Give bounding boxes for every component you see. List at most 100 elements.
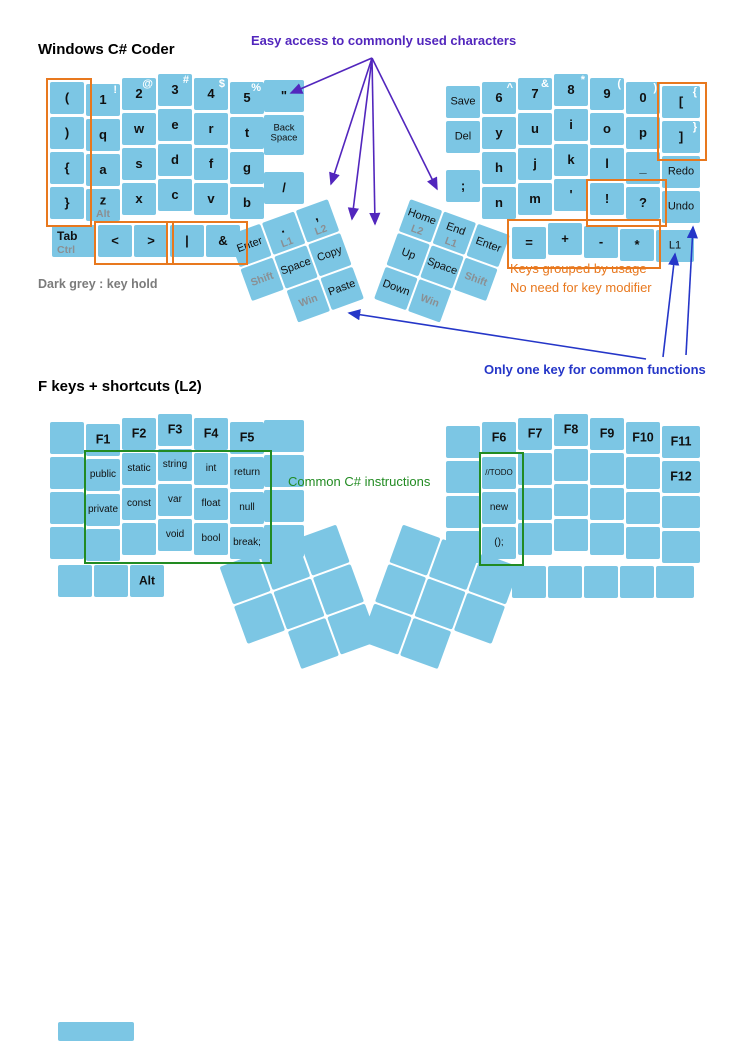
key-blank (548, 566, 582, 598)
key-tap-label: f (208, 155, 214, 171)
key-blank (58, 565, 92, 597)
key-hold-label: Ctrl (57, 244, 76, 256)
key-f7: F7 (518, 418, 552, 450)
key-tap-label: L1 (668, 239, 682, 252)
key-w: w (122, 113, 156, 145)
key-tap-label: > (147, 232, 155, 248)
key-o: o (590, 113, 624, 145)
layer1-title: Windows C# Coder (38, 41, 175, 58)
key-tap-label: ! (604, 190, 610, 206)
key-blank (518, 488, 552, 520)
key-e: e (158, 109, 192, 141)
key-tap-label: - (598, 233, 604, 249)
key-blank (590, 523, 624, 555)
key-symbol: {[ (662, 86, 700, 118)
key-f9: F9 (590, 418, 624, 450)
key-f12: F12 (662, 461, 700, 493)
key-tap-label: private (87, 503, 118, 515)
key-f10: F10 (626, 422, 660, 454)
key-null: null (230, 492, 264, 524)
key-symbol: - (584, 226, 618, 258)
key-7: &7 (518, 78, 552, 110)
key-tap-label: F8 (563, 422, 579, 437)
key-tap-label: Enter (473, 234, 503, 256)
key-tap-label: 2 (135, 85, 143, 101)
key-blank (590, 453, 624, 485)
key-tap-label: null (239, 501, 255, 513)
key-f1: F1 (86, 424, 120, 456)
key-int: int (194, 453, 228, 485)
key-blank (554, 519, 588, 551)
key-f5: F5 (230, 422, 264, 454)
key-f2: F2 (122, 418, 156, 450)
key-tap-label: 1 (99, 91, 107, 107)
key-c: c (158, 179, 192, 211)
annotation-arrow (662, 252, 680, 358)
key-i: i (554, 109, 588, 141)
key-backspace: Back Space (264, 115, 304, 155)
key-tap-label: k (567, 151, 575, 167)
key-tap-label: a (99, 161, 107, 177)
key-blank (58, 1022, 134, 1041)
key-tap-label: F11 (670, 434, 692, 449)
key-return: return (230, 457, 264, 489)
key-tap-label: Paste (326, 277, 358, 299)
key-symbol: ! (590, 183, 624, 215)
key-tap-label: Copy (315, 244, 344, 265)
key-tap-label: q (99, 126, 107, 142)
key-undo: Undo (662, 191, 700, 223)
key-tap-label: / (282, 179, 286, 195)
key-tap-label: F9 (599, 426, 615, 441)
key-tap-label: Space (425, 255, 459, 278)
key-t: t (230, 117, 264, 149)
key-l: l (590, 148, 624, 180)
key-tap-label: F3 (167, 422, 183, 437)
key-tap-label: ) (64, 124, 70, 140)
key-shift-label: ( (617, 78, 621, 90)
key-tap-label: h (495, 159, 503, 175)
key-tap-label: F7 (527, 426, 543, 441)
key-f11: F11 (662, 426, 700, 458)
key-float: float (194, 488, 228, 520)
key-tap-label: 8 (567, 81, 575, 97)
key-blank (656, 566, 694, 598)
key-tap-label: F12 (670, 469, 692, 484)
key-4: $4 (194, 78, 228, 110)
key-break: break; (230, 527, 264, 559)
key-tap-label: = (525, 234, 533, 250)
key-tap-label: void (165, 528, 185, 540)
key-5: %5 (230, 82, 264, 114)
key-tap-label: i (569, 116, 573, 132)
key-2: @2 (122, 78, 156, 110)
key-new: new (482, 492, 516, 524)
annotation-arrow (329, 57, 373, 186)
annotation-keys-grouped-line2: No need for key modifier (510, 279, 652, 295)
key-blank (264, 420, 304, 452)
key-tap-label: public (89, 468, 117, 480)
key-tap-label: ] (678, 128, 684, 144)
key-b: b (230, 187, 264, 219)
key-tap-label: n (495, 194, 503, 210)
key-save: Save (446, 86, 480, 118)
key-symbol: | (170, 225, 204, 257)
key-tap-label: o (603, 120, 611, 136)
key-blank (620, 566, 654, 598)
key-shift-label: # (182, 74, 189, 86)
key-tap-label: _ (639, 159, 647, 175)
key-tap-label: | (185, 232, 189, 248)
annotation-arrow (369, 57, 381, 226)
key-f: f (194, 148, 228, 180)
key-symbol: * (620, 229, 654, 261)
key-d: d (158, 144, 192, 176)
key-tap-label: bool (201, 532, 221, 544)
key-blank (94, 565, 128, 597)
key-tap-label: Space (279, 255, 313, 278)
key-tap-label: w (133, 120, 145, 136)
key-l1: L1 (656, 230, 694, 262)
key-f6: F6 (482, 422, 516, 454)
key-tap-label: F2 (131, 426, 147, 441)
key-m: m (518, 183, 552, 215)
key-symbol: ' (554, 179, 588, 211)
key-6: ^6 (482, 82, 516, 114)
